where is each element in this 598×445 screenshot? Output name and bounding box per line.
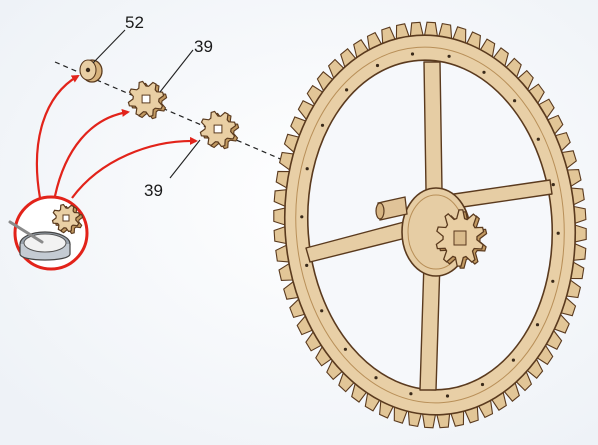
rim-pin	[557, 232, 560, 235]
rim-pin	[551, 280, 554, 283]
gear-tooth	[274, 208, 285, 225]
rim-pin	[482, 71, 485, 74]
rim-pin	[448, 55, 451, 58]
rim-pin	[512, 359, 515, 362]
spoke-top	[424, 62, 442, 190]
rim-pin	[409, 392, 412, 395]
label-part-39-top: 39	[194, 37, 213, 56]
rim-pin	[374, 376, 377, 379]
pinion-hole	[454, 231, 466, 245]
rim-pin	[320, 309, 323, 312]
rim-pin	[344, 348, 347, 351]
rim-pin	[376, 64, 379, 67]
gear-square-hole	[63, 215, 69, 221]
gear-tooth	[423, 414, 436, 428]
rim-pin	[536, 323, 539, 326]
rim-pin	[537, 138, 540, 141]
gear-square-hole	[142, 95, 150, 103]
label-part-39-bottom: 39	[144, 181, 163, 200]
rim-pin	[305, 264, 308, 267]
rim-pin	[345, 88, 348, 91]
disc-part-52	[80, 60, 102, 82]
rim-pin	[411, 52, 414, 55]
label-part-52: 52	[125, 13, 144, 32]
gear-tooth	[425, 22, 438, 36]
gear-square-hole	[214, 125, 222, 133]
rim-pin	[481, 383, 484, 386]
rim-pin	[306, 167, 309, 170]
rim-pin	[446, 394, 449, 397]
rim-pin	[552, 183, 555, 186]
rim-pin	[513, 99, 516, 102]
rim-pin	[321, 124, 324, 127]
gear-tooth	[575, 225, 586, 242]
spoke-bottom	[420, 262, 440, 390]
rim-pin	[300, 215, 303, 218]
